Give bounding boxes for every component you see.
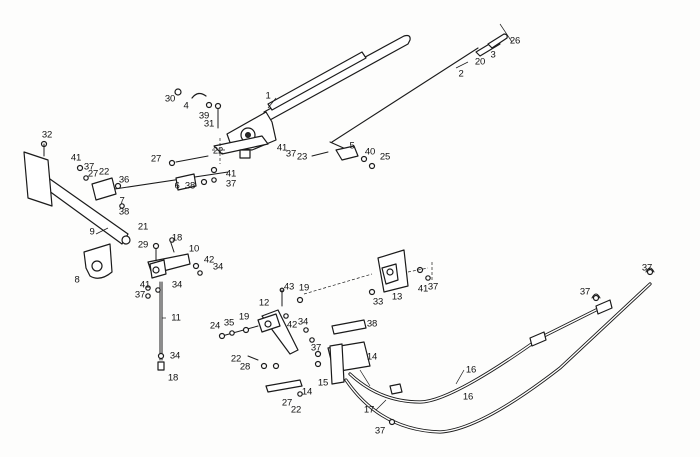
callout-29: 29 [137, 239, 149, 251]
callout-27a: 27 [150, 153, 162, 165]
callout-27b: 27 [87, 168, 99, 180]
callout-14a: 14 [366, 351, 378, 363]
callout-22c: 22 [230, 353, 242, 365]
callout-2: 2 [458, 68, 464, 80]
callout-37b: 37 [285, 148, 297, 160]
callout-24: 24 [209, 320, 221, 332]
callout-3: 3 [490, 49, 496, 61]
callout-27c: 27 [281, 397, 293, 409]
callout-8: 8 [74, 274, 80, 286]
callout-22b: 22 [98, 166, 110, 178]
callout-38b: 38 [118, 206, 130, 218]
callout-10: 10 [188, 243, 200, 255]
callout-37f: 37 [427, 281, 439, 293]
callout-14b: 14 [301, 386, 313, 398]
callout-12: 12 [258, 297, 270, 309]
callout-9: 9 [89, 226, 95, 238]
callout-22d: 22 [290, 404, 302, 416]
relay-lever [145, 237, 203, 299]
intermediate-rod [107, 155, 229, 191]
callout-41b: 41 [276, 142, 288, 154]
front-cable [329, 33, 508, 151]
callout-34d: 34 [169, 350, 181, 362]
callout-37i: 37 [374, 425, 386, 437]
callout-23: 23 [296, 151, 308, 163]
equaliser [311, 145, 376, 170]
callout-37d: 37 [134, 289, 146, 301]
vertical-rod [157, 281, 165, 371]
callout-15: 15 [317, 377, 329, 389]
callout-20: 20 [474, 56, 486, 68]
callout-41c: 41 [225, 168, 237, 180]
callout-30: 30 [164, 93, 176, 105]
pedal-lever [218, 287, 315, 355]
callout-4: 4 [183, 100, 189, 112]
leader-lines [95, 23, 513, 411]
callout-13: 13 [391, 291, 403, 303]
rear-cables [344, 267, 655, 434]
rear-levers [247, 319, 371, 397]
callout-41e: 41 [417, 283, 429, 295]
callout-34a: 34 [212, 261, 224, 273]
callout-41d: 41 [139, 279, 151, 291]
callout-22a: 22 [212, 145, 224, 157]
callout-11: 11 [171, 312, 181, 324]
callout-37a: 37 [83, 161, 95, 173]
callout-16a: 16 [465, 364, 477, 376]
callout-19a: 19 [238, 311, 250, 323]
callout-5: 5 [349, 140, 355, 152]
callout-34c: 34 [297, 316, 309, 328]
callout-17: 17 [363, 404, 375, 416]
callout-40: 40 [364, 146, 376, 158]
callout-33: 33 [372, 296, 384, 308]
callout-19b: 19 [298, 282, 310, 294]
callout-32: 32 [41, 129, 53, 141]
cross-shaft [23, 140, 131, 245]
callout-41a: 41 [70, 152, 82, 164]
callout-21: 21 [137, 221, 149, 233]
callout-16b: 16 [462, 391, 474, 403]
callout-38c: 38 [366, 318, 378, 330]
callout-37h: 37 [641, 262, 653, 274]
callout-36: 36 [118, 174, 130, 186]
callout-37e: 37 [310, 342, 322, 354]
callout-1: 1 [265, 90, 271, 102]
callout-7: 7 [119, 195, 125, 207]
hand-brake-lever [213, 34, 411, 159]
callout-39: 39 [198, 110, 210, 122]
callout-28: 28 [239, 361, 251, 373]
callout-31: 31 [203, 118, 215, 130]
callout-18b: 18 [167, 372, 179, 384]
callout-37c: 37 [225, 178, 237, 190]
callout-6: 6 [174, 180, 180, 192]
support-bracket [303, 249, 433, 296]
callout-43: 43 [283, 281, 295, 293]
callout-34b: 34 [171, 279, 183, 291]
callout-25: 25 [379, 151, 391, 163]
callout-35: 35 [223, 317, 235, 329]
callout-26: 26 [509, 35, 521, 47]
callout-38a: 38 [184, 180, 196, 192]
callout-42a: 42 [203, 254, 215, 266]
callout-18a: 18 [171, 232, 183, 244]
pin-and-bolt [174, 88, 222, 129]
mounting-plate [83, 243, 113, 279]
callout-37g: 37 [579, 286, 591, 298]
callout-42b: 42 [286, 319, 298, 331]
